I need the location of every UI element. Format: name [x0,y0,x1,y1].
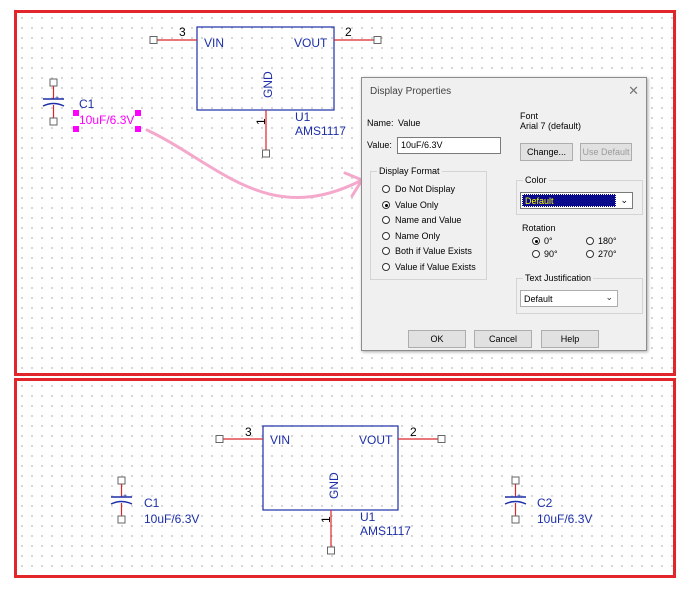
justification-value: Default [524,294,553,304]
u1-part: AMS1117 [360,524,411,538]
c1-designator: C1 [79,97,95,111]
rotation-label: Rotation [522,223,556,233]
top-schematic-canvas: VIN VOUT GND U1 AMS1117 3 2 1 + C1 10uF/… [42,25,382,199]
bottom-schematic-canvas: VIN VOUT GND U1 AMS1117 3 2 1 + C1 10uF/… [110,425,592,555]
u1-pin2-number: 2 [410,425,417,439]
radio-label-rotation-90: 90° [544,249,558,259]
radio-label-rotation-270: 270° [598,249,617,259]
color-label: Color [523,175,549,185]
annotation-arrow [145,128,362,199]
radio-do-not-display[interactable] [382,185,390,193]
color-group: Color Default ⌄ [516,175,643,215]
u1-pin1-terminal[interactable] [262,149,270,158]
radio-label-name-only: Name Only [395,231,441,241]
rotation-group: Rotation 0° 180° 90° 270° [516,223,643,264]
use-default-font-button: Use Default [580,143,632,161]
u1-designator: U1 [295,110,311,124]
c2-plus-sign: + [517,493,521,500]
name-value: Value [398,118,421,128]
u1-pin2-terminal[interactable] [437,435,446,443]
u1-part: AMS1117 [295,124,346,138]
u1-vout-label: VOUT [294,36,328,50]
c1-plus-sign: + [123,493,127,500]
value-label: Value: [367,140,392,150]
name-label: Name: [367,118,394,128]
radio-rotation-180[interactable] [586,237,594,245]
display-format-group: Display Format Do Not Display Value Only… [370,166,487,280]
radio-label-do-not-display: Do Not Display [395,184,456,194]
u1-pin1-number: 1 [254,118,268,125]
radio-label-name-and-value: Name and Value [395,215,462,225]
u1-pin3-terminal[interactable] [149,36,158,44]
ok-button[interactable]: OK [408,330,466,348]
u1-pin2-terminal[interactable] [373,36,382,44]
radio-label-value-if-value-exists: Value if Value Exists [395,262,476,272]
font-group: Font Arial 7 (default) Change... Use Def… [516,111,644,163]
c1-terminal-top[interactable] [117,476,126,485]
justification-group: Text Justification Default ⌄ [516,273,643,314]
selection-handle[interactable] [135,126,141,132]
color-select[interactable]: Default ⌄ [520,192,633,209]
radio-label-value-only: Value Only [395,200,439,210]
dialog-title: Display Properties [370,86,452,97]
c1-value-selected[interactable]: 10uF/6.3V [79,113,134,127]
u1-vin-label: VIN [270,433,290,447]
c1-terminal-bottom[interactable] [49,117,58,126]
radio-rotation-270[interactable] [586,250,594,258]
change-font-button[interactable]: Change... [520,143,573,161]
u1-pin3-terminal[interactable] [215,435,224,443]
c1-plate-bottom [42,102,65,107]
justification-select[interactable]: Default ⌄ [520,290,618,307]
color-swatch: Default [522,194,616,207]
display-format-label: Display Format [377,166,442,176]
u1-gnd-label: GND [327,472,341,499]
font-label: Font [520,111,539,121]
radio-value-if-value-exists[interactable] [382,263,390,271]
c2-plate-bottom [504,500,527,505]
display-properties-dialog: Display Properties ✕ Name: Value Value: … [361,77,647,351]
u1-pin1-terminal[interactable] [327,546,335,555]
chevron-down-icon: ⌄ [620,195,628,205]
radio-label-rotation-180: 180° [598,236,617,246]
radio-value-only[interactable] [382,201,390,209]
u1-pin3-number: 3 [245,425,252,439]
u1-pin3-number: 3 [179,25,186,39]
c1-terminal-bottom[interactable] [117,515,126,524]
u1-pin2-number: 2 [345,25,352,39]
c1-plus-sign: + [55,95,59,102]
radio-rotation-0[interactable] [532,237,540,245]
c2-terminal-bottom[interactable] [511,515,520,524]
radio-name-only[interactable] [382,232,390,240]
selection-handle[interactable] [73,110,79,116]
cancel-button[interactable]: Cancel [474,330,532,348]
c1-terminal-top[interactable] [49,78,58,87]
u1-pin1-number: 1 [319,516,333,523]
bottom-schematic-panel[interactable]: VIN VOUT GND U1 AMS1117 3 2 1 + C1 10uF/… [14,378,676,578]
c1-value: 10uF/6.3V [144,512,199,526]
close-icon[interactable]: ✕ [628,83,639,98]
c1-designator: C1 [144,496,160,510]
u1-vin-label: VIN [204,36,224,50]
c2-terminal-top[interactable] [511,476,520,485]
help-button[interactable]: Help [541,330,599,348]
c2-value: 10uF/6.3V [537,512,592,526]
c1-plate-bottom [110,500,133,505]
u1-gnd-label: GND [261,71,275,98]
c2-designator: C2 [537,496,553,510]
chevron-down-icon: ⌄ [605,292,613,302]
u1-vout-label: VOUT [359,433,393,447]
radio-both-if-value-exists[interactable] [382,247,390,255]
justification-label: Text Justification [523,273,594,283]
selection-handle[interactable] [135,110,141,116]
font-current: Arial 7 (default) [520,121,582,131]
selection-handle[interactable] [73,126,79,132]
radio-label-both-if-value-exists: Both if Value Exists [395,246,472,256]
radio-label-rotation-0: 0° [544,236,553,246]
value-field[interactable]: 10uF/6.3V [397,137,501,154]
radio-name-and-value[interactable] [382,216,390,224]
u1-designator: U1 [360,510,376,524]
radio-rotation-90[interactable] [532,250,540,258]
